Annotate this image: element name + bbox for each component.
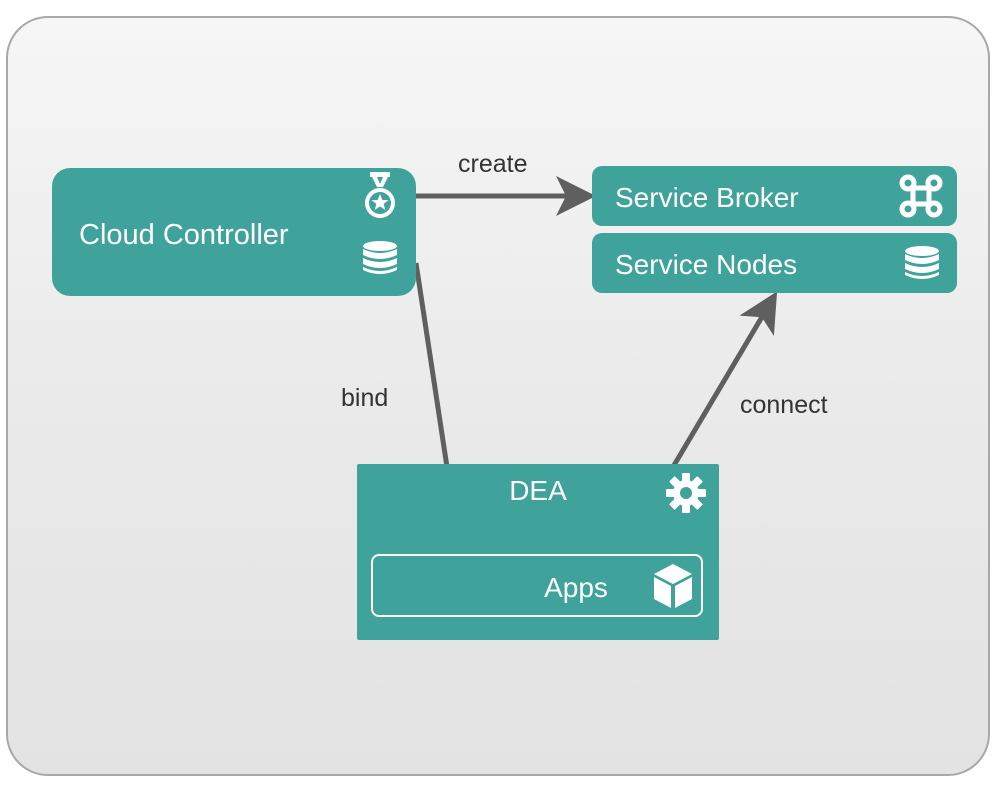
service-broker-node: Service Broker [592,166,957,226]
database-icon [363,241,397,274]
cloud-controller-label: Cloud Controller [79,219,289,251]
dea-node: DEA Apps [357,464,719,640]
connect-label: connect [740,391,828,419]
command-key-icon [899,174,943,218]
service-nodes-node: Service Nodes [592,233,957,293]
bind-label: bind [341,384,389,412]
gear-icon [666,473,706,513]
apps-label: Apps [544,572,608,603]
database-icon [905,246,939,279]
service-broker-label: Service Broker [615,182,799,213]
diagram-frame [6,16,990,776]
medal-icon [365,172,395,218]
create-label: create [458,150,528,178]
cube-icon [654,564,692,608]
cloud-controller-node: Cloud Controller [52,168,416,296]
service-nodes-label: Service Nodes [615,249,798,280]
dea-label: DEA [509,475,567,506]
apps-node: Apps [371,554,703,617]
